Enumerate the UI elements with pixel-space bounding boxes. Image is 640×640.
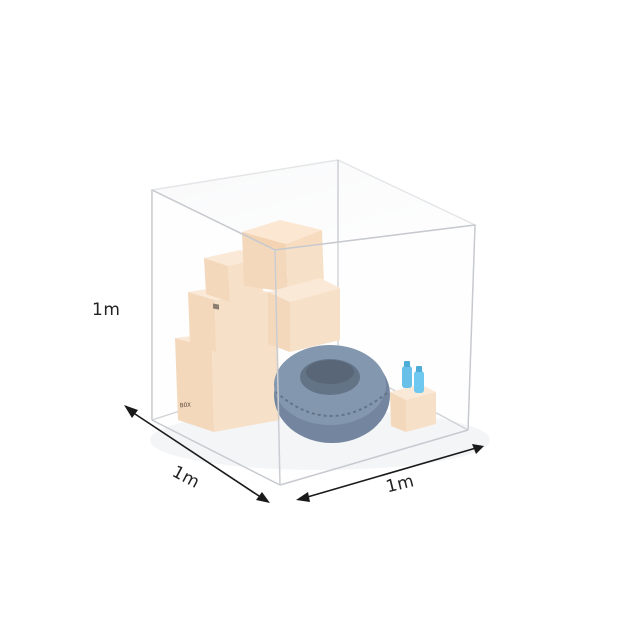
width-arrow <box>296 444 484 502</box>
depth-arrow <box>124 405 270 503</box>
height-dimension-label: 1m <box>92 300 121 320</box>
bottle-icon <box>402 361 424 393</box>
large-cardboard-box <box>175 330 280 432</box>
glass-cube-front <box>151 189 476 486</box>
box-stamp-label: BOX <box>179 401 191 410</box>
stacked-cardboard-box <box>268 278 340 352</box>
small-box-with-bottles <box>390 361 436 432</box>
tire <box>274 345 390 443</box>
